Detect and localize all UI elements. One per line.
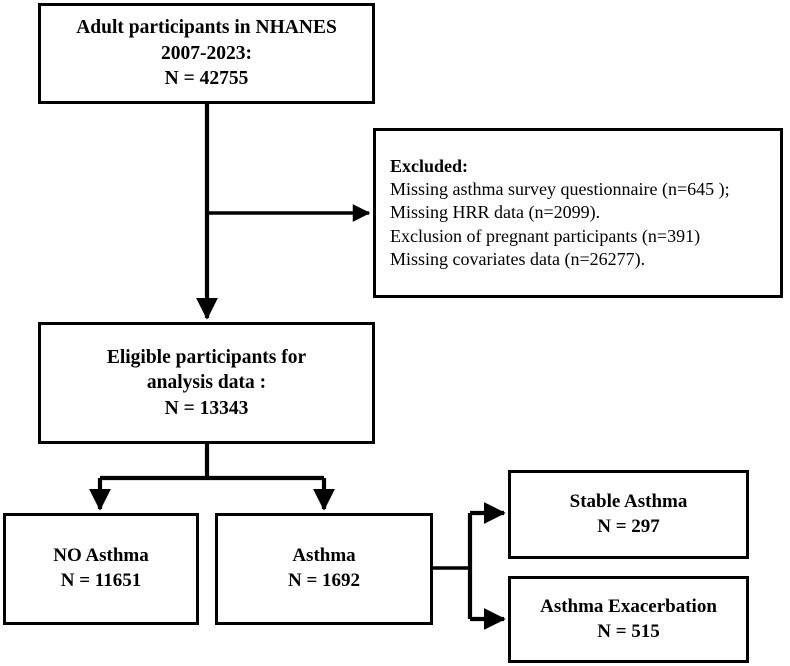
node-excluded-line1: Missing asthma survey questionnaire (n=6… [390, 178, 730, 199]
node-no-asthma: NO Asthma N = 11651 [3, 513, 199, 625]
node-eligible-participants: Eligible participants for analysis data … [38, 322, 375, 444]
node-excluded-line4: Missing covariates data (n=26277). [390, 249, 646, 270]
node-enrolled-line2: 2007-2023: [161, 42, 252, 64]
node-no-asthma-count: N = 11651 [60, 570, 142, 591]
node-enrolled-count: N = 42755 [164, 68, 249, 90]
node-excluded: Excluded: Missing asthma survey question… [373, 128, 783, 298]
node-asthma: Asthma N = 1692 [215, 513, 433, 625]
node-excluded-line3: Exclusion of pregnant participants (n=39… [390, 225, 701, 246]
node-no-asthma-label: NO Asthma [53, 545, 149, 567]
node-eligible-line1: Eligible participants for [106, 346, 307, 368]
node-stable-asthma-label: Stable Asthma [569, 490, 688, 512]
node-asthma-exacerbation-label: Asthma Exacerbation [540, 595, 717, 617]
node-asthma-label: Asthma [292, 545, 356, 567]
node-stable-asthma-count: N = 297 [597, 515, 660, 537]
node-excluded-line2: Missing HRR data (n=2099). [390, 202, 601, 223]
node-enrolled-line1: Adult participants in NHANES [76, 17, 337, 39]
node-enrolled-participants: Adult participants in NHANES 2007-2023: … [38, 3, 375, 104]
node-asthma-exacerbation: Asthma Exacerbation N = 515 [508, 576, 749, 663]
node-asthma-exacerbation-count: N = 515 [597, 620, 660, 642]
node-excluded-heading: Excluded: [390, 155, 469, 176]
node-stable-asthma: Stable Asthma N = 297 [508, 470, 749, 559]
node-eligible-line2: analysis data : [146, 372, 267, 394]
node-asthma-count: N = 1692 [287, 570, 361, 591]
node-eligible-count: N = 13343 [164, 397, 249, 419]
